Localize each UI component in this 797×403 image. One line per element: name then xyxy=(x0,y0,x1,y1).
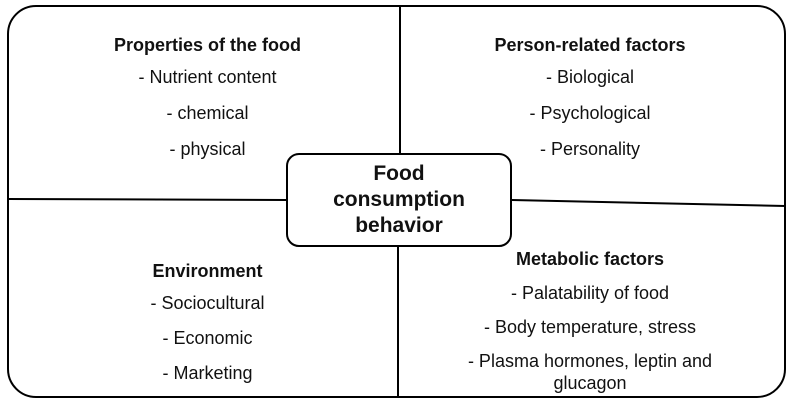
quadrant-environment: Environment - Sociocultural - Economic -… xyxy=(30,260,385,384)
center-label-line: behavior xyxy=(355,214,443,237)
list-item: - Marketing xyxy=(162,363,253,383)
outer-border xyxy=(7,5,786,398)
center-box-food-consumption-behavior: Food consumption behavior xyxy=(286,153,512,247)
list-item: - chemical xyxy=(166,103,249,123)
horizontal-divider-right xyxy=(511,199,786,207)
center-label-line: consumption xyxy=(333,188,465,211)
list-item: - Psychological xyxy=(529,103,651,123)
list-item: - Nutrient content xyxy=(138,67,277,87)
list-item: - Biological xyxy=(545,67,635,87)
list-item: - Personality xyxy=(539,139,641,159)
quadrant-title: Properties of the food xyxy=(113,35,301,55)
list-item: - Palatability of food xyxy=(510,283,670,303)
list-item: - physical xyxy=(169,139,246,159)
quadrant-person-related-factors: Person-related factors - Biological - Ps… xyxy=(410,34,770,160)
quadrant-title: Person-related factors xyxy=(494,35,686,55)
center-label: Food consumption behavior xyxy=(333,161,465,239)
list-item: - Sociocultural xyxy=(150,293,265,313)
list-item: - Plasma hormones, leptin and xyxy=(467,351,713,371)
quadrant-metabolic-factors: Metabolic factors - Palatability of food… xyxy=(410,248,770,394)
center-label-line: Food xyxy=(373,162,425,185)
horizontal-divider-left xyxy=(7,198,287,201)
list-item-continuation: glucagon xyxy=(553,373,627,393)
quadrant-title: Metabolic factors xyxy=(515,249,665,269)
list-item: - Body temperature, stress xyxy=(483,317,697,337)
quadrant-title: Environment xyxy=(152,261,263,281)
quadrant-properties-of-food: Properties of the food - Nutrient conten… xyxy=(30,34,385,160)
list-item: - Economic xyxy=(162,328,253,348)
